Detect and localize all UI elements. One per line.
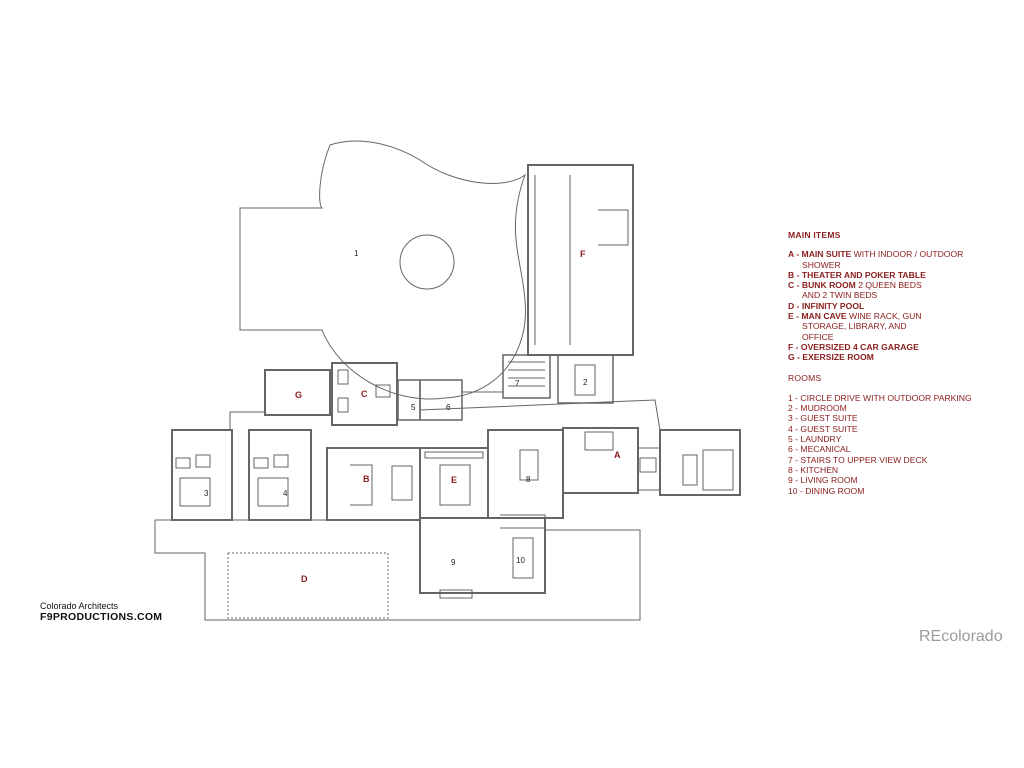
kitchen-outline [487, 429, 564, 519]
legend-item: E - MAN CAVE WINE RACK, GUN [788, 311, 988, 321]
mechanical-outline [419, 379, 463, 421]
laundry-outline [397, 379, 421, 421]
label-room-3: 3 [204, 489, 209, 498]
legend-item-name: BUNK ROOM [801, 280, 856, 291]
label-E: E [451, 475, 457, 485]
legend-item: A - MAIN SUITE WITH INDOOR / OUTDOOR [788, 249, 988, 259]
label-room-5: 5 [411, 403, 416, 412]
legend-item-desc: WINE RACK, GUN [848, 311, 922, 322]
label-room-10: 10 [516, 556, 525, 565]
legend-item-key: D - [788, 300, 800, 311]
legend-room: 1 - CIRCLE DRIVE WITH OUTDOOR PARKING [788, 392, 972, 403]
label-G: G [295, 390, 302, 400]
legend-item-continued: OFFICE [802, 331, 834, 342]
label-A: A [614, 450, 621, 460]
legend-room: 8 - KITCHEN [788, 464, 839, 475]
legend-item: G - EXERSIZE ROOM [788, 352, 988, 362]
legend-panel: MAIN ITEMS A - MAIN SUITE WITH INDOOR / … [788, 230, 988, 496]
legend-room: 5 - LAUNDRY [788, 434, 842, 445]
label-room-2: 2 [583, 378, 588, 387]
legend-item-continued: SHOWER [802, 259, 841, 270]
theater-room-outline [326, 447, 421, 521]
label-D: D [301, 574, 308, 584]
watermark: REcolorado [919, 628, 1003, 645]
terrace-outline [154, 519, 641, 621]
main-bath-outline [659, 429, 741, 496]
legend-item: F - OVERSIZED 4 CAR GARAGE [788, 342, 988, 352]
garage-outline [527, 164, 634, 356]
legend-rooms-header: ROOMS [788, 372, 822, 383]
bunk-room-outline [331, 362, 398, 426]
label-room-1: 1 [354, 249, 359, 258]
circle-drive-island [399, 234, 455, 290]
legend-item-desc: WITH INDOOR / OUTDOOR [853, 249, 964, 260]
legend-item-key: C - [788, 280, 800, 291]
main-suite-outline [562, 427, 639, 494]
legend-room: 2 - MUDROOM [788, 403, 847, 414]
legend-room: 6 - MECANICAL [788, 444, 851, 455]
legend-item-key: G - [788, 352, 800, 363]
legend-item-continued: STORAGE, LIBRARY, AND [802, 321, 907, 332]
circle-drive-outline [239, 140, 527, 400]
legend-item-name: OVERSIZED 4 CAR GARAGE [800, 341, 919, 352]
legend-item-name: MAIN SUITE [801, 249, 852, 260]
legend-room: 3 - GUEST SUITE [788, 413, 858, 424]
legend-item: D - INFINITY POOL [788, 301, 988, 311]
legend-item-key: F - [788, 341, 799, 352]
credit-line-2: F9PRODUCTIONS.COM [40, 611, 163, 623]
label-room-7: 7 [515, 379, 520, 388]
architect-credit: Colorado Architects F9PRODUCTIONS.COM [40, 601, 162, 623]
stairs-outline [502, 354, 551, 399]
label-F: F [580, 249, 586, 259]
label-room-9: 9 [451, 558, 456, 567]
label-room-4: 4 [283, 489, 288, 498]
legend-item: C - BUNK ROOM 2 QUEEN BEDS [788, 280, 988, 290]
legend-item-name: MAN CAVE [801, 311, 847, 322]
legend-item-desc: 2 QUEEN BEDS [858, 280, 922, 291]
legend-room: 10 - DINING ROOM [788, 485, 865, 496]
legend-item-name: INFINITY POOL [801, 300, 865, 311]
legend-room: 7 - STAIRS TO UPPER VIEW DECK [788, 454, 928, 465]
label-B: B [363, 474, 370, 484]
credit-line-1: Colorado Architects [40, 601, 119, 611]
living-dining-outline [419, 517, 546, 594]
legend-item-key: A - [788, 249, 800, 260]
exercise-room-outline [264, 369, 331, 416]
legend-room: 9 - LIVING ROOM [788, 475, 858, 486]
legend-item: B - THEATER AND POKER TABLE [788, 270, 988, 280]
legend-item-key: E - [788, 311, 799, 322]
legend-main-header: MAIN ITEMS [788, 230, 841, 240]
legend-item-continued: AND 2 TWIN BEDS [802, 290, 878, 301]
label-room-8: 8 [526, 475, 531, 484]
label-room-6: 6 [446, 403, 451, 412]
legend-room: 4 - GUEST SUITE [788, 423, 858, 434]
legend-item-name: EXERSIZE ROOM [802, 352, 874, 363]
legend-item-name: THEATER AND POKER TABLE [801, 269, 926, 280]
pool-outline [227, 552, 389, 619]
legend-item-key: B - [788, 269, 800, 280]
label-C: C [361, 389, 368, 399]
